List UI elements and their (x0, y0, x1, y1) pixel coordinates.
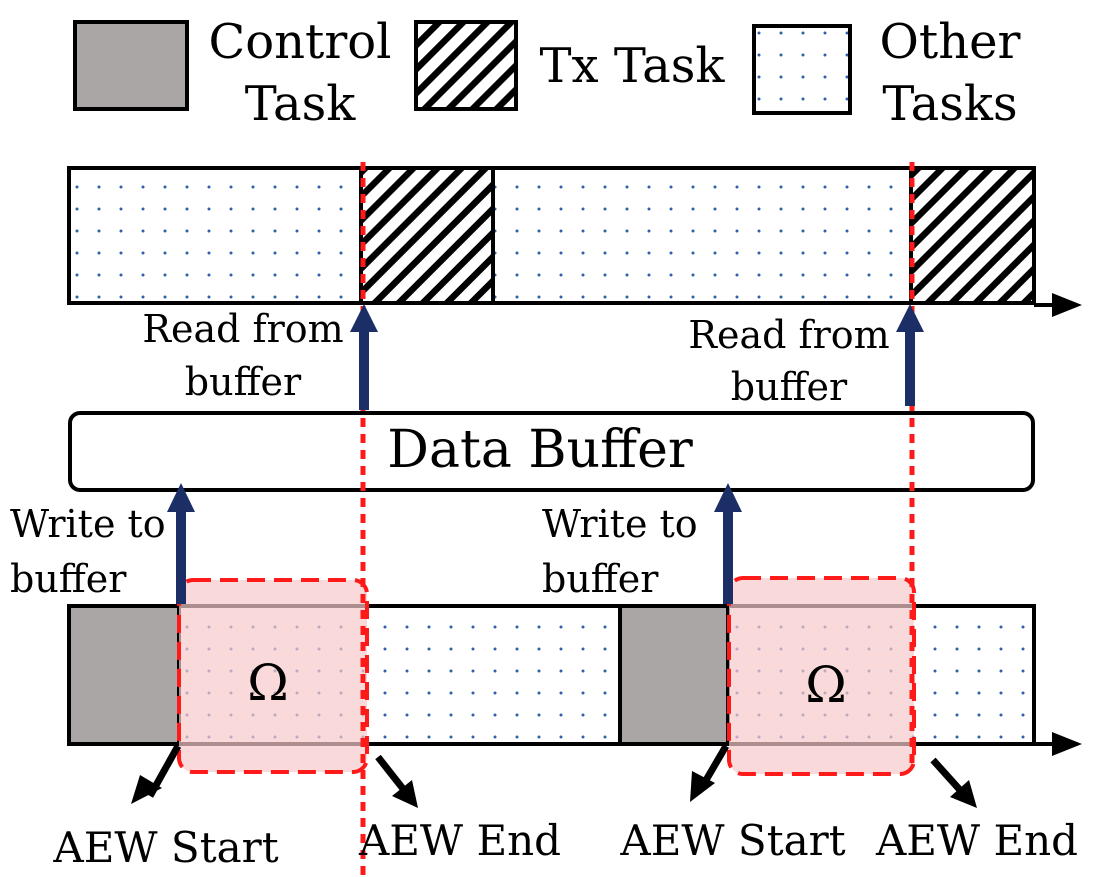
write-arrow-2 (714, 483, 742, 604)
top-other-segment-1 (69, 168, 361, 303)
aew-start-pointer-2-head (690, 771, 715, 802)
aew-start-label-1: AEW Start (52, 823, 278, 872)
control-timeline (67, 604, 1082, 756)
legend-control-swatch (73, 20, 189, 111)
aew-end-pointer-1 (375, 754, 407, 793)
top-time-axis-arrowhead (1052, 293, 1082, 317)
legend-control-label: Control (208, 14, 391, 70)
bottom-timeline-frame (67, 604, 1036, 746)
write-label-2: Write to (542, 502, 698, 546)
legend-other-swatch (752, 24, 852, 115)
omega-label-1: Ω (247, 654, 288, 712)
legend-other-label: Other (880, 14, 1021, 70)
bottom-control-segment-2 (620, 606, 728, 744)
aew-window-2: Ω (727, 576, 916, 776)
aew-window-1: Ω (177, 578, 369, 774)
tx-timeline (67, 166, 1082, 317)
top-tx-segment-2 (911, 168, 1034, 303)
write-label-2-line2: buffer (542, 557, 659, 601)
aew-end-label-2: AEW End (875, 816, 1078, 865)
aew-region-2 (727, 576, 916, 776)
data-buffer: Data Buffer (68, 411, 1035, 492)
data-buffer-label: Data Buffer (387, 420, 693, 480)
bottom-control-segment-1 (69, 606, 179, 744)
read-label-1: Read from (142, 307, 343, 351)
top-timeline-frame (67, 166, 1036, 305)
aew-end-pointer-2 (930, 757, 963, 793)
read-label-2: Read from (688, 313, 889, 357)
read-arrow-1 (350, 304, 378, 410)
aew-end-pointer-2-head (950, 780, 977, 808)
read-label-2-line2: buffer (731, 365, 848, 409)
legend-control-label-2: Task (245, 76, 357, 132)
bottom-time-axis-arrowhead (1052, 732, 1082, 756)
omega-label-2: Ω (805, 656, 846, 714)
aew-start-label-2: AEW Start (619, 816, 845, 865)
write-arrow-1 (167, 483, 195, 604)
top-tx-segment-1 (361, 168, 493, 303)
top-other-segment-2 (493, 168, 911, 303)
aew-end-label-1: AEW End (358, 816, 561, 865)
aew-end-pointer-1-head (392, 780, 418, 808)
write-label-1: Write to (10, 502, 166, 546)
read-arrow-2 (896, 304, 924, 406)
write-label-1-line2: buffer (10, 557, 127, 601)
legend-other-label-2: Tasks (882, 76, 1017, 132)
legend: Control Task Tx Task Other Tasks (73, 14, 1021, 132)
legend-tx-label: Tx Task (540, 38, 726, 94)
aew-region-1 (177, 578, 369, 774)
read-label-1-line2: buffer (185, 360, 302, 404)
aew-start-pointer-1-head (131, 775, 162, 804)
data-buffer-box (68, 411, 1035, 492)
legend-tx-swatch (414, 20, 518, 111)
